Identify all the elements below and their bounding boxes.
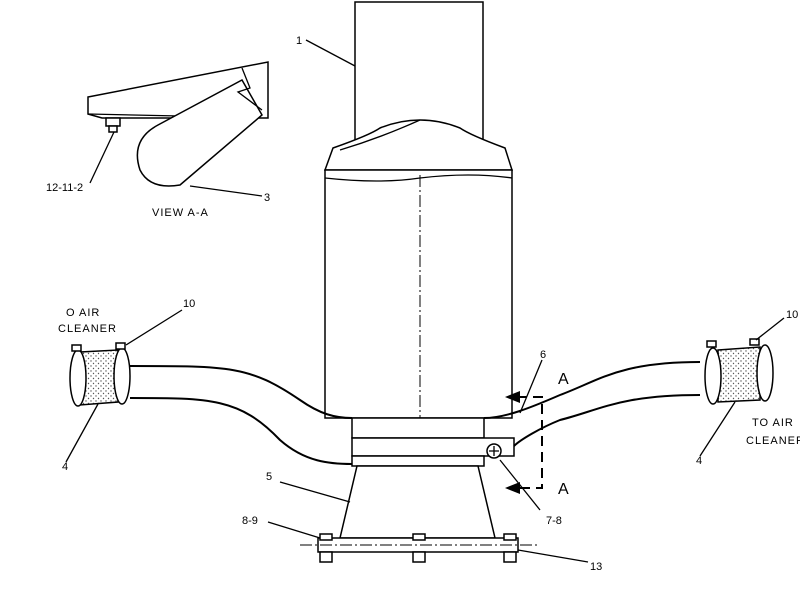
section-label-a-top: A (558, 371, 569, 388)
intake-tube-left (129, 365, 353, 465)
callout-1: 1 (296, 35, 302, 47)
air-cleaner-label-right-2: CLEANER (746, 435, 800, 447)
intake-tube-right (483, 361, 701, 447)
lower-band-upper (351, 417, 485, 439)
clamp-bolt (486, 443, 502, 459)
section-label-a-bottom: A (558, 481, 569, 498)
air-cleaner-label-right-1: TO AIR (752, 417, 794, 429)
callout-10-right: 10 (786, 309, 798, 321)
base-funnel (339, 465, 496, 539)
stack-adapter-cap (323, 119, 514, 171)
callout-3: 3 (264, 192, 270, 204)
air-cleaner-label-left-1: O AIR (66, 307, 100, 319)
hose-right (704, 338, 774, 405)
callout-8-9: 8-9 (242, 515, 258, 527)
main-housing (324, 169, 513, 470)
hose-left (69, 342, 131, 407)
leader-lines (65, 39, 785, 563)
callout-13: 13 (590, 561, 602, 573)
callout-4-right: 4 (696, 455, 702, 467)
callout-5: 5 (266, 471, 272, 483)
view-a-a-label: VIEW A-A (152, 207, 209, 219)
callout-10-left: 10 (183, 298, 195, 310)
callout-6: 6 (540, 349, 546, 361)
view-a-a-inset (87, 61, 269, 187)
callout-4-left: 4 (62, 461, 68, 473)
mounting-plate (300, 533, 540, 563)
air-cleaner-label-left-2: CLEANER (58, 323, 117, 335)
callout-7-8: 7-8 (546, 515, 562, 527)
section-line-a-a (505, 391, 543, 494)
callout-12-11-2: 12-11-2 (46, 182, 83, 194)
